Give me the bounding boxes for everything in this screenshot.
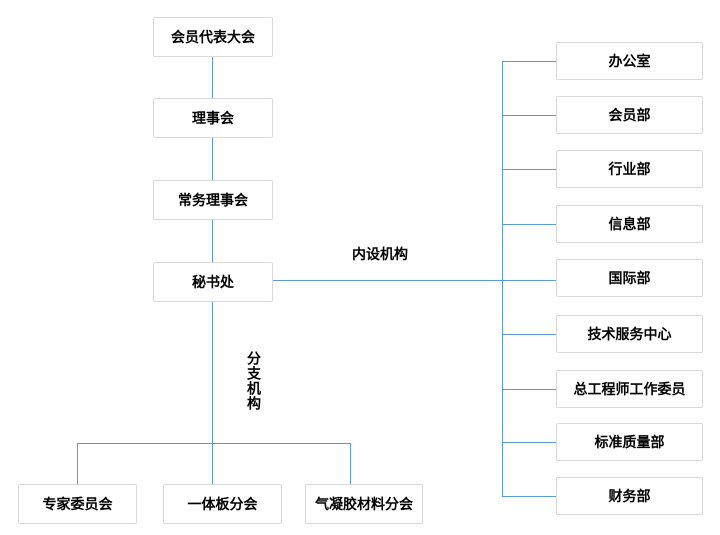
node-member-assembly: 会员代表大会: [153, 17, 273, 57]
node-standing-council: 常务理事会: [153, 180, 273, 220]
node-office: 办公室: [556, 42, 703, 80]
connector-council-standing: [212, 138, 213, 180]
node-standards-quality-dept: 标准质量部: [556, 423, 703, 461]
connector-drop-aerogel: [350, 443, 351, 484]
connector-standing-secretariat: [212, 220, 213, 262]
node-international-dept: 国际部: [556, 259, 703, 297]
connector-branch-information: [502, 224, 556, 225]
node-integrated-board-branch: 一体板分会: [163, 484, 282, 524]
node-chief-engineer-committee: 总工程师工作委员: [556, 370, 703, 408]
connector-branch-finance: [502, 496, 556, 497]
node-council: 理事会: [153, 98, 273, 138]
node-secretariat: 秘书处: [153, 262, 273, 302]
node-information-dept: 信息部: [556, 205, 703, 243]
connector-internal-trunk: [502, 61, 503, 497]
node-finance-dept: 财务部: [556, 477, 703, 515]
connector-assembly-council: [212, 57, 213, 98]
connector-branch-office: [502, 61, 556, 62]
connector-branch-standards: [502, 442, 556, 443]
connector-branch-industry: [502, 169, 556, 170]
node-aerogel-materials-branch: 气凝胶材料分会: [305, 484, 423, 524]
connector-drop-expert: [77, 443, 78, 484]
connector-branches-crossbar: [77, 443, 351, 444]
connector-branch-tech-service: [502, 334, 556, 335]
node-expert-committee: 专家委员会: [18, 484, 137, 524]
connector-branch-membership: [502, 115, 556, 116]
label-internal-institutions: 内设机构: [352, 247, 408, 263]
connector-branch-chief-engineer: [502, 389, 556, 390]
node-membership-dept: 会员部: [556, 96, 703, 134]
label-branch-institutions: 分支机构: [245, 351, 261, 411]
connector-secretariat-internal: [273, 280, 556, 281]
node-tech-service-center: 技术服务中心: [556, 315, 703, 353]
connector-secretariat-branches-trunk: [212, 302, 213, 484]
node-industry-dept: 行业部: [556, 150, 703, 188]
